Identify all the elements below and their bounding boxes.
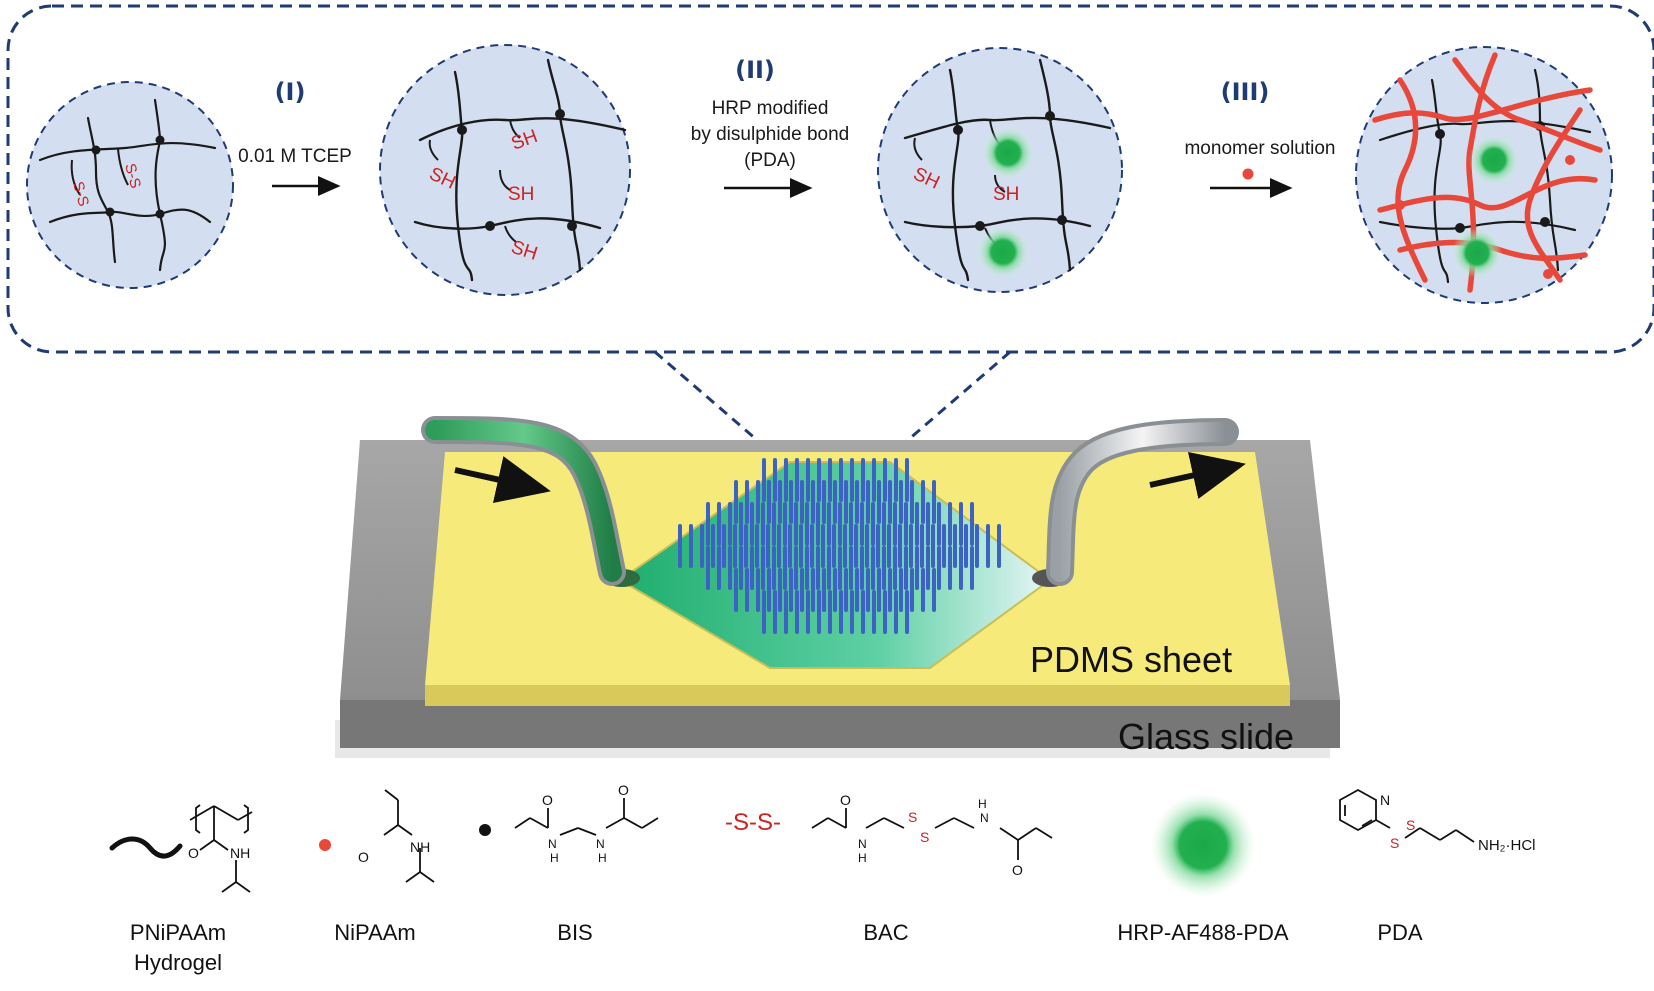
- step-3-numeral: (III): [1221, 78, 1270, 106]
- step-3-reagent: monomer solution: [1184, 138, 1335, 159]
- glass-label: Glass slide: [1118, 716, 1294, 757]
- microfluidic-device: PDMS sheet Glass slide: [335, 416, 1340, 758]
- svg-text:N: N: [980, 811, 989, 825]
- step-2-reagent-line3: (PDA): [744, 150, 796, 171]
- red-dot-icon: [1565, 155, 1575, 165]
- black-dot-icon: [479, 824, 491, 836]
- network-circle-3: SH SH: [877, 47, 1123, 293]
- pdms-label: PDMS sheet: [1030, 639, 1232, 680]
- svg-text:N: N: [596, 837, 605, 851]
- legend-bac-label: BAC: [863, 920, 908, 945]
- legend-bis-label: BIS: [557, 920, 592, 945]
- red-dot-icon: [1242, 168, 1254, 180]
- network-circle-4: [1355, 46, 1613, 304]
- step-2-numeral: (II): [735, 56, 775, 84]
- svg-text:O: O: [840, 792, 851, 808]
- legend-bac: -S-S- O O N H S S H N BAC: [725, 792, 1053, 945]
- svg-text:N: N: [548, 837, 557, 851]
- svg-text:H: H: [858, 851, 867, 865]
- thiol-label-3: SH: [508, 184, 534, 205]
- legend-bis: O O N H N H BIS: [479, 782, 659, 945]
- arrow-right-icon: [454, 456, 551, 504]
- green-glow-sphere-icon: [1452, 228, 1502, 278]
- svg-text:N: N: [1380, 792, 1390, 808]
- svg-text:O: O: [188, 845, 199, 861]
- thiol-label-6: SH: [993, 184, 1019, 205]
- network-circle-1: S-S S-S: [26, 81, 234, 289]
- step-1-numeral: (I): [275, 78, 306, 106]
- legend-pnipaam-label-2: Hydrogel: [134, 950, 222, 975]
- green-glow-sphere-icon: [977, 226, 1029, 278]
- step-2-reagent-line2: by disulphide bond: [691, 124, 849, 145]
- svg-text:S: S: [1406, 817, 1415, 833]
- red-dot-icon: [1543, 269, 1553, 279]
- pillar-array: [678, 458, 1001, 634]
- svg-text:S: S: [920, 829, 929, 845]
- green-glow-sphere-icon: [1469, 135, 1519, 185]
- legend-pnipaam: O NH PNiPAAm Hydrogel: [109, 804, 253, 975]
- svg-text:S: S: [1390, 835, 1399, 851]
- svg-text:NH: NH: [230, 845, 250, 861]
- svg-text:NH₂·HCl: NH₂·HCl: [1478, 837, 1535, 854]
- legend-nipaam: O NH NiPAAm: [319, 789, 435, 945]
- svg-text:H: H: [598, 851, 607, 865]
- legend-pnipaam-label-1: PNiPAAm: [130, 920, 226, 945]
- step-1-reagent: 0.01 M TCEP: [238, 146, 352, 167]
- legend-pda-label: PDA: [1377, 920, 1423, 945]
- red-dot-icon: [1395, 200, 1405, 210]
- svg-text:O: O: [618, 782, 629, 798]
- svg-text:O: O: [1012, 862, 1023, 878]
- legend: O NH PNiPAAm Hydrogel O NH NiPAAm: [109, 782, 1535, 975]
- legend-nipaam-label: NiPAAm: [334, 920, 416, 945]
- disulfide-label-b: S-S: [121, 162, 144, 191]
- svg-text:O: O: [542, 792, 553, 808]
- process-frame: [6, 4, 1654, 354]
- arrow-right-icon: [1149, 451, 1246, 499]
- network-circle-2: SH SH SH SH: [379, 44, 631, 296]
- red-dot-icon: [319, 839, 331, 851]
- svg-text:N: N: [858, 837, 867, 851]
- step-2-reagent-line1: HRP modified: [712, 98, 829, 119]
- svg-text:H: H: [978, 797, 987, 811]
- svg-text:NH: NH: [410, 839, 430, 855]
- green-glow-sphere-icon: [982, 127, 1034, 179]
- green-glow-sphere-icon: [1151, 793, 1255, 897]
- disulfide-label-a: S-S: [69, 180, 92, 209]
- svg-text:S: S: [908, 809, 917, 825]
- legend-hrp: HRP-AF488-PDA: [1117, 793, 1289, 945]
- legend-pda: N S S NH₂·HCl PDA: [1339, 788, 1535, 945]
- svg-text:O: O: [358, 849, 369, 865]
- legend-bac-symbol: -S-S-: [725, 809, 781, 836]
- svg-text:H: H: [550, 851, 559, 865]
- legend-hrp-label: HRP-AF488-PDA: [1117, 920, 1288, 945]
